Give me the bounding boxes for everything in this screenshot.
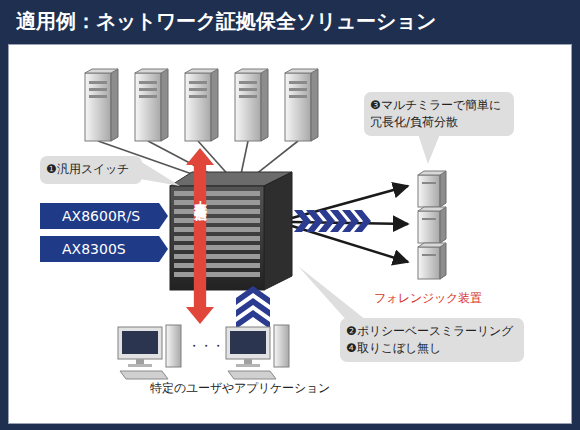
callout-box: ❷ポリシーベースミラーリング❹取りこぼし無し	[340, 318, 524, 362]
slot	[174, 227, 260, 232]
forensic-device	[418, 171, 446, 207]
model-box: AX8300S	[40, 236, 168, 262]
forensic-device	[418, 207, 446, 243]
chevron	[236, 310, 270, 329]
node-text: ❷ポリシーベースミラーリング	[346, 323, 518, 340]
slot	[174, 272, 260, 277]
mirror-arrows	[292, 186, 408, 262]
chassis-side	[264, 172, 292, 290]
switch-chassis	[170, 172, 292, 290]
slot	[174, 236, 260, 241]
node-text: ❹取りこぼし無し	[346, 340, 518, 357]
callout-tail	[140, 161, 180, 186]
chevron	[306, 210, 323, 232]
title-text: 適用例：ネットワーク証拠保全ソリューション	[16, 8, 436, 35]
user-label: 特定のユーザやアプリケーション	[150, 380, 330, 397]
chevrons-right	[294, 210, 371, 232]
chevron	[354, 210, 371, 232]
callout-box: ❸マルチミラーで簡単に 冗長化/負荷分散	[364, 92, 514, 136]
slot	[174, 209, 260, 214]
ellipsis-mark: ・・・	[188, 338, 224, 355]
node-text: ❶汎用スイッチ	[46, 161, 136, 178]
server-symbol	[285, 69, 318, 141]
model-box: AX8600R/S	[40, 203, 168, 229]
pc-symbol	[226, 325, 289, 379]
callout-tail	[298, 266, 366, 322]
slot	[174, 191, 260, 196]
server-symbol	[235, 69, 268, 141]
chevron	[330, 210, 347, 232]
server-symbol	[135, 69, 168, 141]
slot	[174, 218, 260, 223]
server-symbol	[185, 69, 218, 141]
chevron	[318, 210, 335, 232]
node-text: 大容量通信	[186, 190, 214, 200]
slot	[174, 245, 260, 250]
chevrons-up	[236, 286, 270, 329]
callout-tail	[418, 134, 440, 164]
traffic-arrow: 大容量通信	[186, 148, 214, 324]
callout-box: ❶汎用スイッチ	[40, 156, 142, 184]
pc-symbol	[118, 325, 181, 379]
slot	[174, 263, 260, 268]
device-label: フォレンジック装置	[374, 290, 482, 307]
forensic-device	[418, 243, 446, 279]
node-text: ❸マルチミラーで簡単に 冗長化/負荷分散	[370, 97, 508, 131]
model-name: AX8300S	[62, 236, 168, 262]
server-symbol	[85, 69, 118, 141]
chassis-front	[170, 186, 264, 290]
slot	[174, 254, 260, 259]
chevron	[294, 210, 311, 232]
model-name: AX8600R/S	[62, 203, 168, 229]
chevron	[342, 210, 359, 232]
chassis-slots	[174, 191, 260, 277]
slot	[174, 200, 260, 205]
arrow-shape	[186, 148, 214, 324]
double-arrow	[186, 148, 214, 324]
